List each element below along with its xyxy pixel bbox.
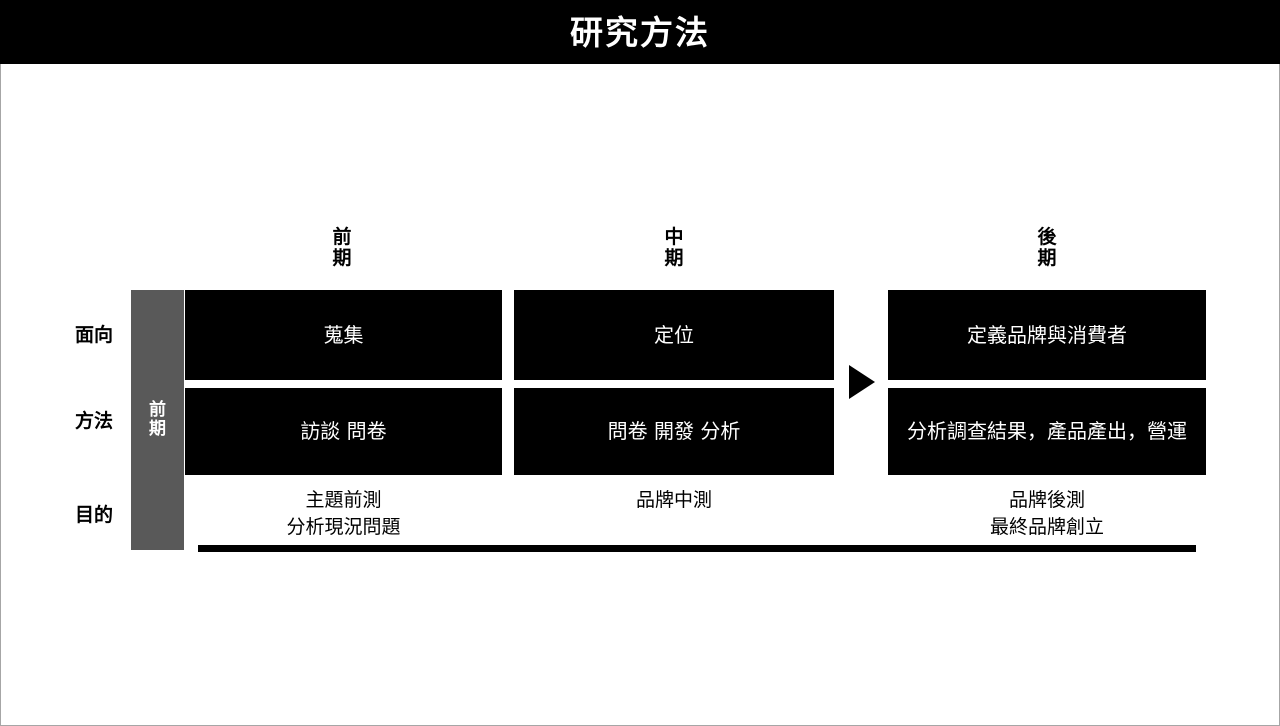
row-label-method: 方法 bbox=[74, 410, 113, 432]
stage-bar-early: 前 期 bbox=[131, 290, 184, 550]
cell-aspect-early[interactable]: 蒐集 bbox=[185, 290, 502, 380]
cell-method-late-text: 分析調查結果，產品產出，營運 bbox=[907, 419, 1187, 443]
cell-purpose-middle: 品牌中測 bbox=[635, 489, 712, 511]
cell-method-late[interactable]: 分析調查結果，產品產出，營運 bbox=[888, 388, 1206, 475]
title-bar: 研究方法 bbox=[0, 0, 1280, 64]
phase-header-early: 前 期 bbox=[332, 226, 352, 269]
play-triangle-icon bbox=[849, 365, 875, 399]
page-title: 研究方法 bbox=[570, 12, 710, 52]
row-label-purpose: 目的 bbox=[74, 504, 113, 526]
cell-method-middle[interactable]: 問卷 開發 分析 bbox=[514, 388, 834, 475]
phase-header-middle: 中 期 bbox=[664, 226, 684, 269]
cell-aspect-middle-text: 定位 bbox=[654, 322, 694, 347]
cell-method-early[interactable]: 訪談 問卷 bbox=[185, 388, 502, 475]
cell-aspect-late[interactable]: 定義品牌與消費者 bbox=[888, 290, 1206, 380]
cell-method-early-text: 訪談 問卷 bbox=[300, 419, 387, 443]
row-label-aspect: 面向 bbox=[74, 324, 113, 346]
cell-aspect-early-text: 蒐集 bbox=[323, 322, 364, 347]
cell-purpose-late: 品牌後測 最終品牌創立 bbox=[989, 489, 1104, 538]
cell-method-middle-text: 問卷 開發 分析 bbox=[607, 419, 741, 443]
stage-bar-label: 前 期 bbox=[149, 400, 166, 439]
cell-aspect-middle[interactable]: 定位 bbox=[514, 290, 834, 380]
phase-header-late: 後 期 bbox=[1037, 226, 1057, 269]
cell-aspect-late-text: 定義品牌與消費者 bbox=[967, 322, 1127, 347]
timeline-baseline bbox=[198, 545, 1196, 552]
cell-purpose-early: 主題前測 分析現況問題 bbox=[286, 489, 401, 538]
